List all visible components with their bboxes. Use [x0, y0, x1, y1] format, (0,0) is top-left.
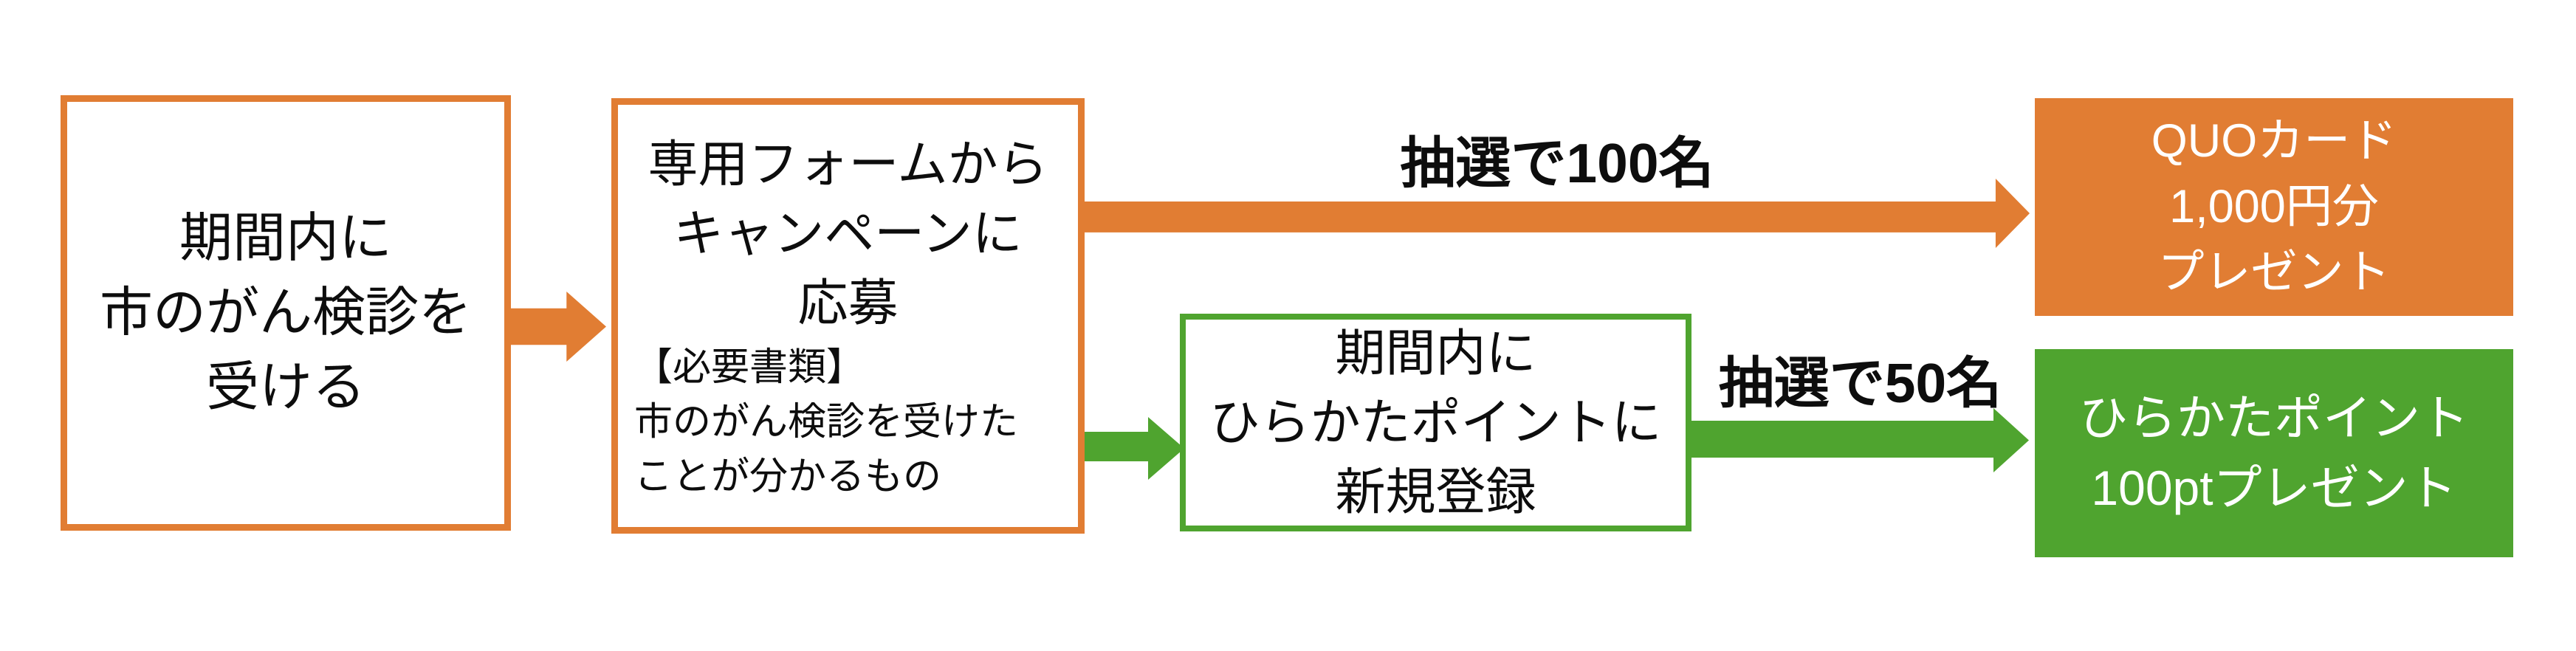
step-box-register-line: ひらかたポイントに	[1209, 394, 1662, 451]
prize-box-hirakata-point: ひらかたポイント 100ptプレゼント	[2035, 349, 2513, 557]
prize-box-point-line: ひらかたポイント	[2079, 390, 2469, 445]
step-box-register-line: 期間内に	[1335, 325, 1536, 382]
step-box-apply-note-line: ことが分かるもの	[634, 455, 942, 498]
prize-box-point-line: 100ptプレゼント	[2091, 461, 2457, 515]
lottery-50-label: 抽選で50名	[1718, 352, 2002, 414]
step-box-apply-line: 専用フォームから	[648, 137, 1048, 193]
step-box-apply-line: 応募	[797, 275, 899, 331]
prize-box-quo-line: 1,000円分	[2169, 181, 2379, 232]
step-box-apply-note-line: 【必要書類】	[634, 346, 865, 389]
step-box-apply-note-line: 市のがん検診を受けた	[634, 401, 1019, 444]
flow-arrow-icon	[1085, 417, 1184, 480]
lottery-100-label: 抽選で100名	[1400, 132, 1714, 194]
flow-arrow-icon	[509, 292, 606, 362]
step-box-screening: 期間内に 市のがん検診を 受ける	[61, 95, 511, 531]
step-box-screening-line: 市のがん検診を	[99, 283, 472, 342]
step-box-apply: 専用フォームから キャンペーンに 応募 【必要書類】 市のがん検診を受けた こと…	[611, 98, 1085, 534]
prize-box-quo-line: QUOカード	[2151, 115, 2397, 167]
step-box-apply-line: キャンペーンに	[673, 206, 1023, 262]
prize-box-quo-card: QUOカード 1,000円分 プレゼント	[2035, 98, 2513, 316]
step-box-screening-line: 受ける	[205, 357, 365, 417]
prize-box-quo-line: プレゼント	[2157, 247, 2391, 298]
step-box-screening-line: 期間内に	[179, 208, 392, 268]
step-box-register-line: 新規登録	[1335, 464, 1536, 520]
step-box-hirakata-register: 期間内に ひらかたポイントに 新規登録	[1180, 314, 1691, 531]
